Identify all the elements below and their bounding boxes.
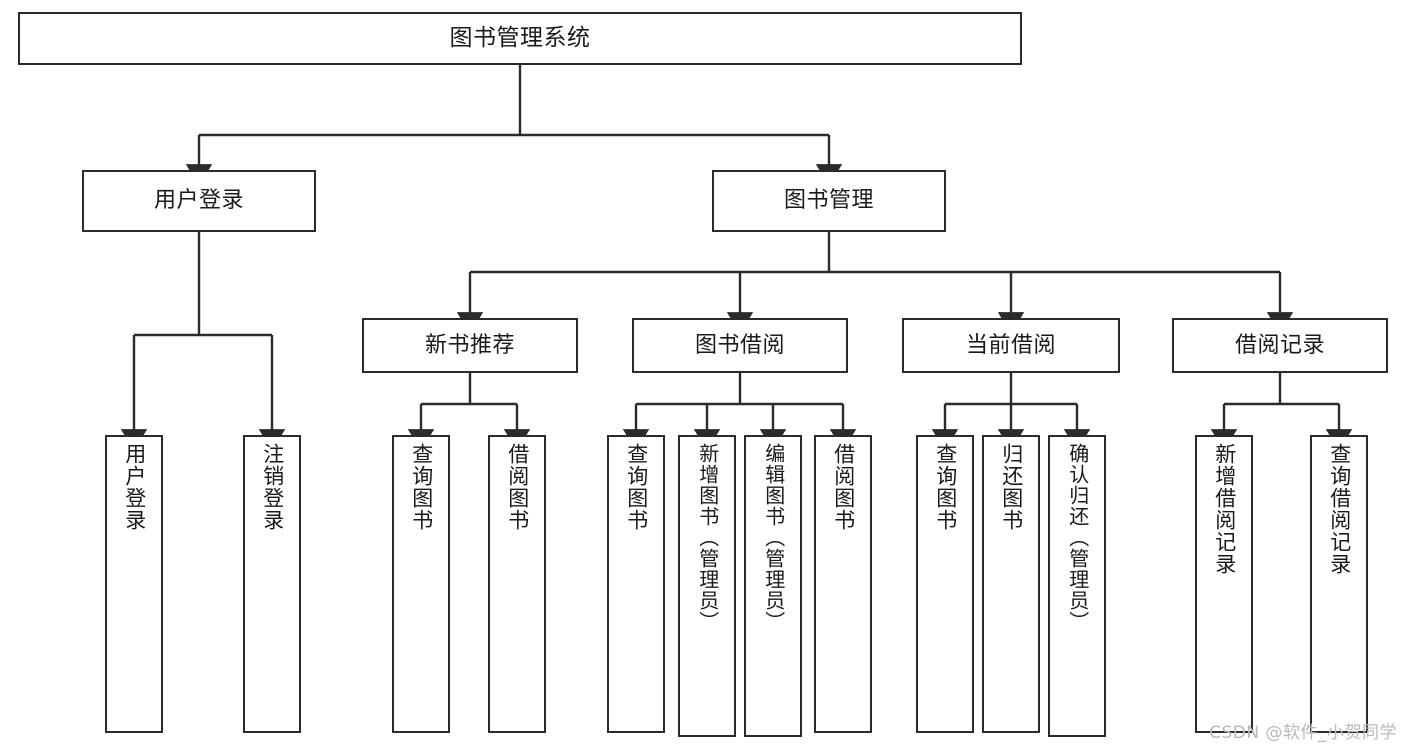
- node-label: 注销登录: [260, 443, 285, 531]
- node-label: 图书管理系统: [449, 25, 591, 52]
- node-l-editbook[interactable]: 编辑图书（管理员）: [744, 435, 802, 737]
- node-label: 归还图书: [999, 443, 1024, 531]
- node-borrow[interactable]: 图书借阅: [632, 318, 848, 373]
- node-l-addbook[interactable]: 新增图书（管理员）: [678, 435, 736, 737]
- node-newbook[interactable]: 新书推荐: [362, 318, 578, 373]
- node-l-userlogin[interactable]: 用户登录: [105, 435, 163, 733]
- node-l-borrowbk1[interactable]: 借阅图书: [488, 435, 546, 733]
- node-label: 查询借阅记录: [1327, 443, 1352, 575]
- node-label: 新增图书（管理员）: [695, 443, 720, 632]
- node-label: 新书推荐: [424, 332, 515, 358]
- node-label: 借阅记录: [1234, 332, 1325, 358]
- node-label: 用户登录: [122, 443, 147, 531]
- node-label: 新增借阅记录: [1212, 443, 1237, 575]
- node-current[interactable]: 当前借阅: [902, 318, 1120, 373]
- node-l-queryrec[interactable]: 查询借阅记录: [1310, 435, 1368, 733]
- node-label: 图书管理: [783, 188, 874, 214]
- node-l-querybook3[interactable]: 查询图书: [916, 435, 974, 733]
- node-l-returnbk[interactable]: 归还图书: [982, 435, 1040, 733]
- node-records[interactable]: 借阅记录: [1172, 318, 1388, 373]
- node-label: 用户登录: [153, 188, 244, 214]
- node-label: 确认归还（管理员）: [1065, 443, 1090, 632]
- watermark-text: CSDN @软件_小贺同学: [1209, 723, 1397, 743]
- node-l-confirm[interactable]: 确认归还（管理员）: [1048, 435, 1106, 737]
- node-l-querybook2[interactable]: 查询图书: [607, 435, 665, 733]
- node-label: 查询图书: [409, 443, 434, 531]
- node-l-querybook1[interactable]: 查询图书: [392, 435, 450, 733]
- node-label: 借阅图书: [505, 443, 530, 531]
- node-bookmgmt[interactable]: 图书管理: [712, 170, 946, 232]
- node-label: 查询图书: [933, 443, 958, 531]
- node-login[interactable]: 用户登录: [82, 170, 316, 232]
- node-label: 借阅图书: [831, 443, 856, 531]
- node-label: 编辑图书（管理员）: [761, 443, 786, 632]
- node-label: 当前借阅: [965, 332, 1056, 358]
- node-l-addrec[interactable]: 新增借阅记录: [1195, 435, 1253, 733]
- node-label: 图书借阅: [694, 332, 785, 358]
- node-l-borrowbk2[interactable]: 借阅图书: [814, 435, 872, 733]
- node-label: 查询图书: [624, 443, 649, 531]
- node-root[interactable]: 图书管理系统: [18, 12, 1022, 65]
- node-l-logout[interactable]: 注销登录: [243, 435, 301, 733]
